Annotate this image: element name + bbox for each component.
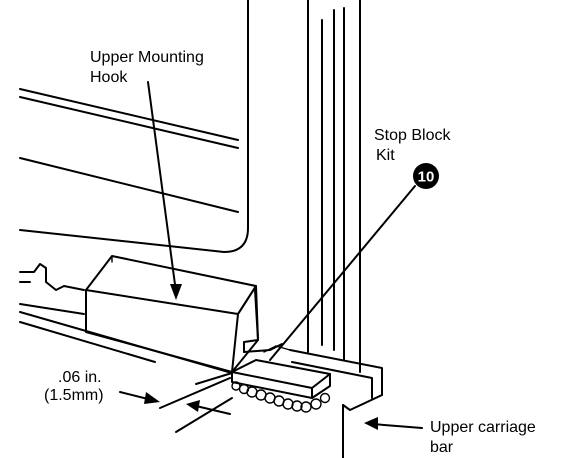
vertical-frame <box>307 0 361 373</box>
label-stop-block-line1: Stop Block <box>374 127 451 144</box>
gap-dimension <box>119 377 233 433</box>
label-upper-mounting-hook-line2: Hook <box>90 69 128 86</box>
upper-panel <box>19 0 249 253</box>
label-stop-block-line2: Kit <box>376 147 395 164</box>
upper-mounting-hook <box>85 255 259 373</box>
upper-carriage-bar <box>19 263 383 458</box>
callout-number: 10 <box>418 169 435 186</box>
label-upper-carriage-bar-line1: Upper carriage <box>430 419 536 436</box>
weld-bead <box>231 381 331 413</box>
label-gap-line1: .06 in. <box>58 369 102 386</box>
label-upper-mounting-hook-line1: Upper Mounting <box>90 49 204 66</box>
callout-badge-10: 10 <box>413 163 439 189</box>
hook-leader-arrow <box>147 81 182 300</box>
stop-block-leader-line <box>269 185 416 361</box>
stop-block <box>231 345 331 399</box>
label-gap-line2: (1.5mm) <box>44 387 104 404</box>
carriage-leader-arrow <box>364 417 423 430</box>
label-upper-carriage-bar-line2: bar <box>430 439 454 456</box>
